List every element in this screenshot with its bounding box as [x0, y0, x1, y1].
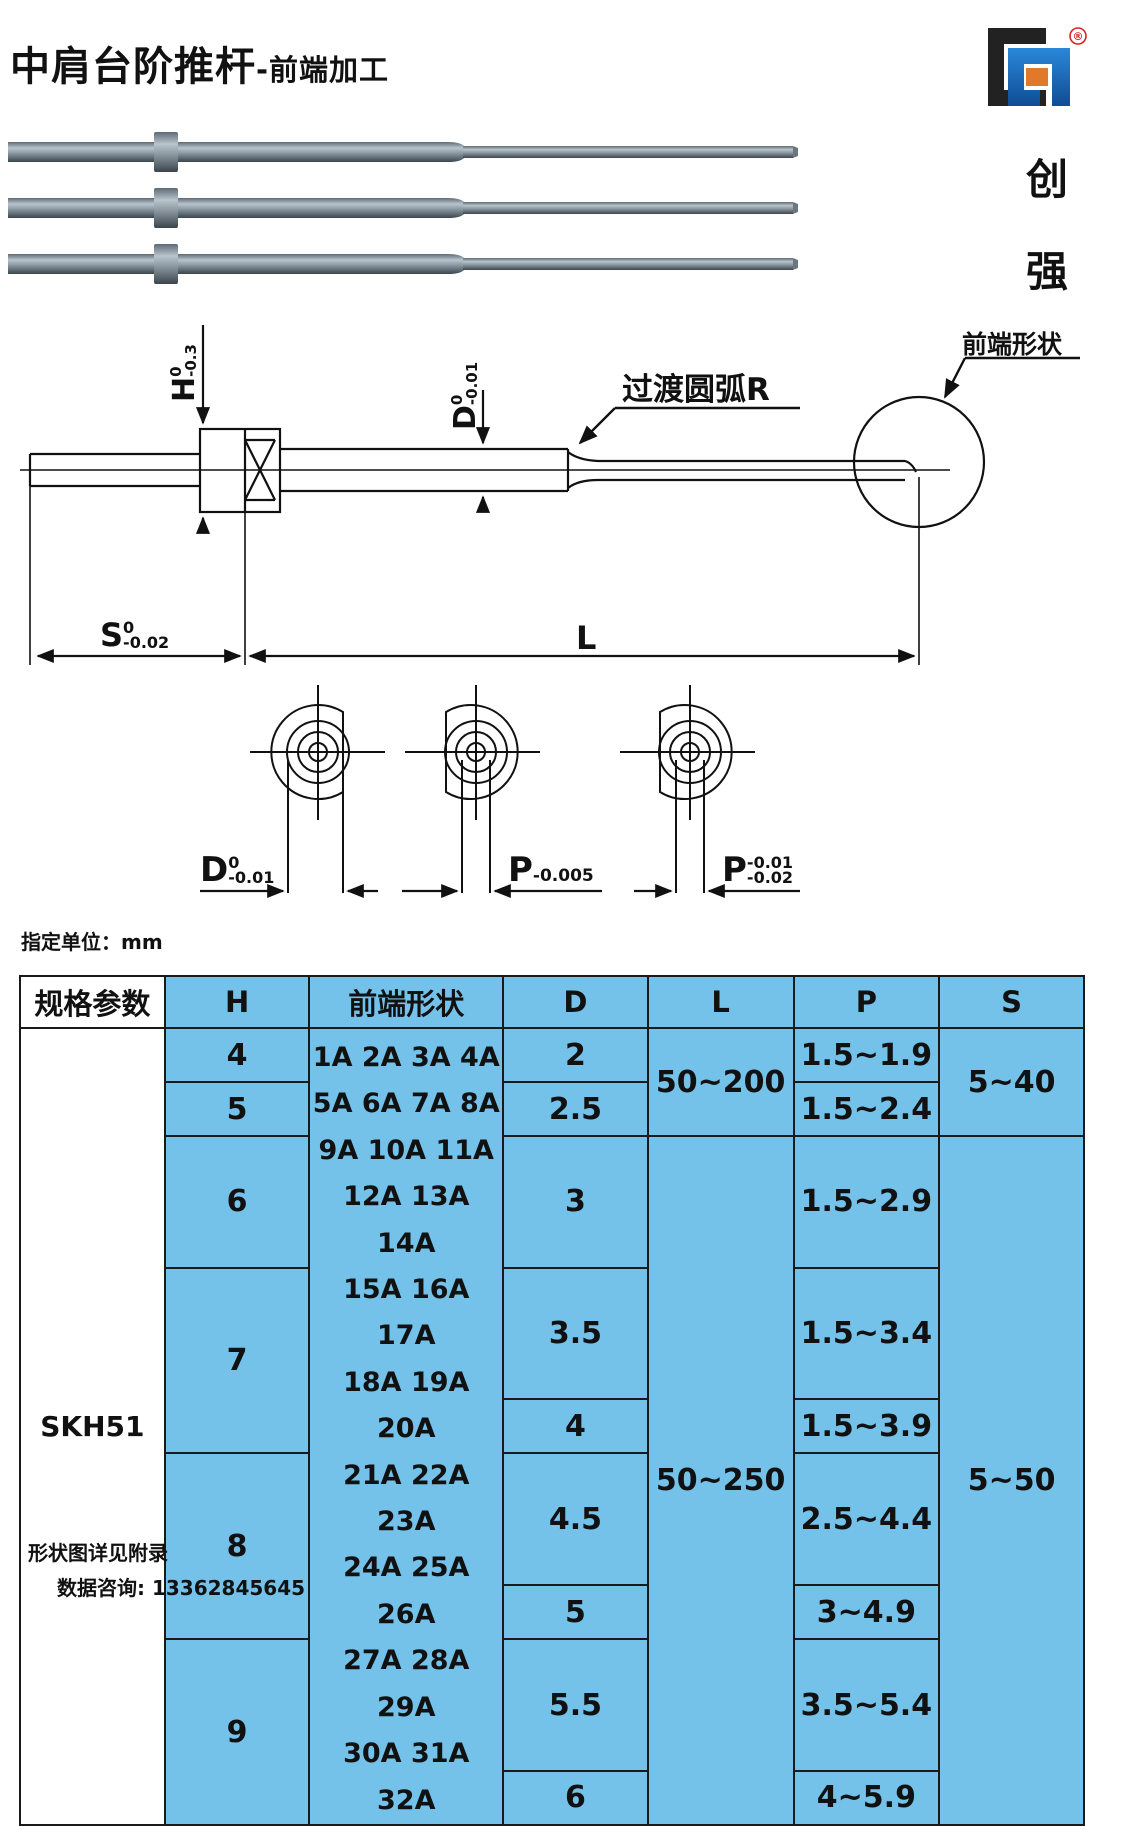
header-cell-p: P — [792, 975, 941, 1029]
view3-dimension-label: P-0.01-0.02 — [722, 850, 794, 890]
s-cell: 5~40 — [938, 1027, 1085, 1137]
p-cell: 1.5~3.4 — [792, 1266, 941, 1401]
table-row: 9 5.5 3.5~5.4 — [20, 1638, 1084, 1826]
d-cell: 5.5 — [502, 1638, 649, 1772]
header-cell-h: H — [163, 975, 311, 1029]
rod-photo-1 — [8, 132, 798, 172]
p-cell: 1.5~2.9 — [792, 1135, 941, 1269]
shape-code-line: 12A 13A 14A — [343, 1181, 470, 1259]
d-cell: 5 — [502, 1584, 649, 1641]
table-row: 4 1.5~3.9 — [20, 1398, 1084, 1455]
shape-code-line: 27A 28A 29A — [343, 1645, 470, 1723]
table-row: 7 3.5 1.5~3.4 — [20, 1266, 1084, 1455]
unit-note: 指定单位：mm — [21, 930, 163, 954]
front-shape-callout: 前端形状 — [962, 330, 1063, 359]
p-cell: 1.5~1.9 — [792, 1027, 941, 1083]
header-cell-s: S — [938, 975, 1085, 1029]
title-subtitle: -前端加工 — [256, 53, 390, 87]
d-cell: 4.5 — [502, 1452, 649, 1587]
table-row: 8 4.5 2.5~4.4 — [20, 1452, 1084, 1641]
transition-radius-label: 过渡圆弧R — [622, 372, 770, 408]
header-cell-front-shape: 前端形状 — [308, 975, 505, 1029]
material-cell: SKH51 — [19, 1027, 166, 1826]
table-row: 6 3 50~250 1.5~2.9 5~50 — [20, 1135, 1085, 1826]
spec-table: 规格参数 H 前端形状 D L P S SKH51 4 1A 2A 3A 4A … — [19, 975, 1085, 1826]
h-cell: 6 — [163, 1135, 311, 1269]
contact-info: 数据咨询: 13362845645 — [57, 1576, 306, 1600]
p-cell: 4~5.9 — [792, 1769, 941, 1826]
brand-char-2: 强 — [1026, 247, 1069, 296]
table-row: 5 2.5 1.5~2.4 — [20, 1081, 1084, 1137]
p-cell: 1.5~3.9 — [792, 1398, 941, 1455]
front-shape-codes-cell: 1A 2A 3A 4A 5A 6A 7A 8A 9A 10A 11A 12A 1… — [308, 1027, 505, 1826]
shape-code-line: 30A 31A 32A — [343, 1738, 470, 1816]
p-cell: 2.5~4.4 — [792, 1452, 941, 1587]
view2-dimension-label: P-0.005 — [508, 850, 594, 890]
shape-code-line: 5A 6A 7A 8A — [312, 1088, 500, 1120]
shape-code-line: 24A 25A 26A — [343, 1552, 470, 1630]
p-cell: 1.5~2.4 — [792, 1081, 941, 1137]
technical-drawing — [20, 325, 1080, 899]
h-cell: 4 — [163, 1027, 311, 1083]
brand-char-1: 创 — [1026, 155, 1069, 204]
header-cell-spec: 规格参数 — [19, 975, 166, 1029]
registered-mark: ® — [1073, 30, 1084, 43]
p-cell: 3.5~5.4 — [792, 1638, 941, 1772]
d-cell: 4 — [502, 1398, 649, 1455]
table-row: SKH51 4 1A 2A 3A 4A 5A 6A 7A 8A 9A 10A 1… — [19, 1027, 1085, 1826]
rod-photo-3 — [8, 244, 798, 284]
d-cell: 3 — [502, 1135, 649, 1269]
l-dimension-label: L — [576, 619, 597, 657]
rod-photo-2 — [8, 188, 798, 228]
p-cell: 3~4.9 — [792, 1584, 941, 1641]
h-cell: 7 — [163, 1266, 311, 1455]
s-cell: 5~50 — [938, 1135, 1085, 1826]
d-cell: 2.5 — [502, 1081, 649, 1137]
page-title: 中肩台阶推杆-前端加工 — [10, 34, 389, 92]
header-cell-l: L — [646, 975, 795, 1029]
shape-code-line: 9A 10A 11A — [318, 1134, 494, 1166]
h-cell: 8 — [163, 1452, 311, 1641]
shape-code-line: 18A 19A 20A — [343, 1366, 470, 1445]
title-main: 中肩台阶推杆 — [10, 44, 256, 90]
table-header-row: 规格参数 H 前端形状 D L P S — [19, 975, 1085, 1029]
d-cell: 3.5 — [502, 1266, 649, 1401]
d-cell: 2 — [502, 1027, 649, 1083]
h-cell: 9 — [163, 1638, 311, 1826]
d-cell: 6 — [502, 1769, 649, 1826]
appendix-note: 形状图详见附录 — [28, 1541, 168, 1565]
l-cell: 50~250 — [646, 1135, 795, 1826]
header-cell-d: D — [502, 975, 649, 1029]
shape-code-line: 15A 16A 17A — [343, 1274, 470, 1352]
brand-logo: ® — [988, 27, 1087, 106]
shape-code-line: 1A 2A 3A 4A — [312, 1042, 500, 1073]
shape-code-line: 21A 22A 23A — [343, 1459, 470, 1538]
h-cell: 5 — [163, 1081, 311, 1137]
l-cell: 50~200 — [646, 1027, 795, 1137]
